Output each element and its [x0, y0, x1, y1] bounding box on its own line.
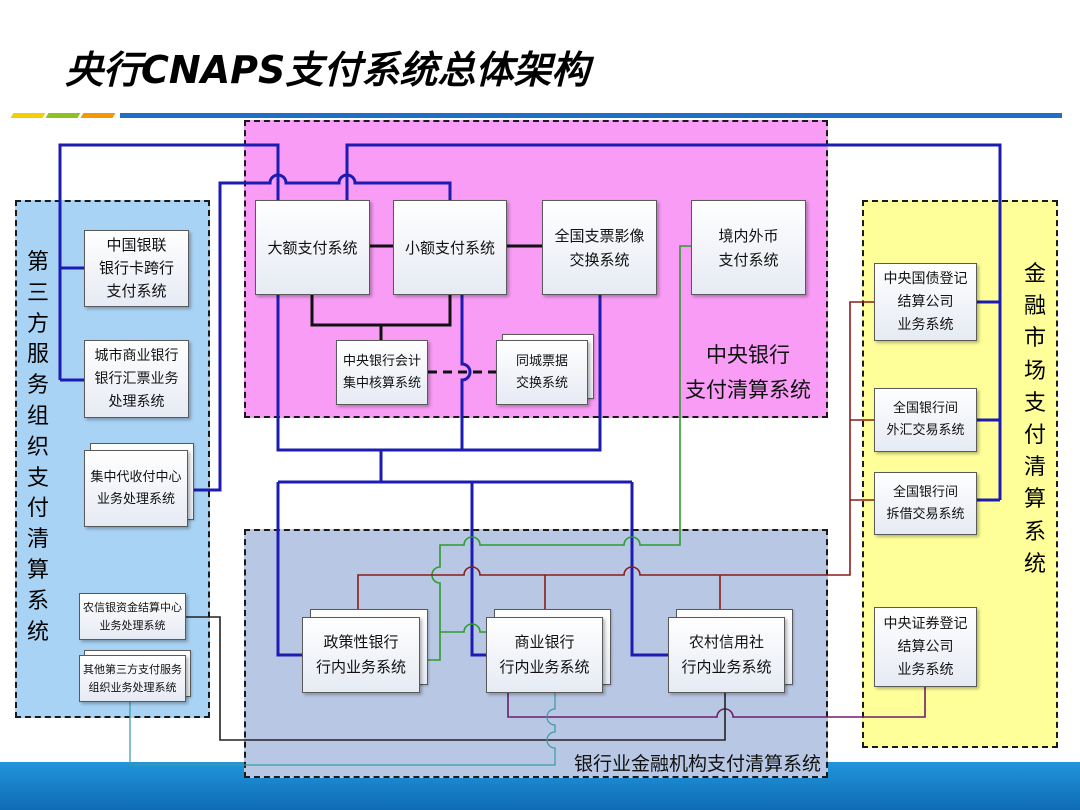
- hvps-large-value-payment-box: 大额支付系统: [255, 200, 370, 295]
- system-label-line: 集中核算系统: [342, 375, 421, 391]
- connector-line: [420, 245, 691, 661]
- centralized-collection-payment-system-box: 集中代收付中心 业务处理系统: [84, 450, 188, 527]
- connector-line: [460, 295, 472, 450]
- interbank-lending-trading-box: 全国银行间 拆借交易系统: [874, 472, 977, 535]
- central-bank-label-line: 中央银行: [706, 343, 790, 367]
- central-bank-accounting-system-box: 中央银行会计 集中核算系统: [336, 340, 428, 405]
- system-label-line: 农村信用社: [688, 633, 764, 651]
- financial-market-region-label: 金融市场支付清算系统: [1023, 262, 1046, 577]
- beps-small-value-payment-box: 小额支付系统: [393, 200, 507, 295]
- commercial-bank-system-box: 商业银行 行内业务系统: [486, 617, 603, 693]
- page-title: 央行CNAPS支付系统总体架构: [65, 48, 590, 92]
- system-label-line: 银行汇票业务: [94, 370, 179, 387]
- system-label-line: 业务处理系统: [99, 618, 166, 632]
- rural-credit-coop-system-box: 农村信用社 行内业务系统: [668, 617, 785, 693]
- interbank-fx-trading-box: 全国银行间 外汇交易系统: [874, 388, 977, 452]
- connector-line: [310, 295, 452, 340]
- system-label-line: 处理系统: [108, 393, 165, 410]
- system-label-line: 农信银资金结算中心: [83, 600, 182, 614]
- title-underline-blue: [120, 113, 1062, 118]
- connector-line: [129, 693, 556, 766]
- system-label-line: 交换系统: [569, 250, 630, 269]
- ccdc-bond-settlement-box: 中央国债登记 结算公司 业务系统: [874, 263, 977, 341]
- system-label-line: 行内业务系统: [315, 658, 406, 676]
- system-label-line: 交换系统: [515, 375, 568, 391]
- system-label-line: 拆借交易系统: [886, 506, 965, 522]
- city-commercial-bank-draft-system-box: 城市商业银行 银行汇票业务 处理系统: [84, 340, 189, 418]
- connector-line: [544, 419, 874, 617]
- system-label-line: 中央证券登记: [883, 615, 968, 632]
- connector-line: [58, 143, 280, 380]
- system-label-line: 行内业务系统: [681, 658, 772, 676]
- system-label-line: 中央国债登记: [883, 270, 968, 287]
- system-label-line: 中国银联: [106, 236, 167, 254]
- system-label-line: 小额支付系统: [404, 238, 495, 257]
- system-label-line: 集中代收付中心: [90, 469, 182, 485]
- system-label-line: 行内业务系统: [499, 658, 590, 676]
- connector-line: [186, 616, 726, 741]
- system-label-line: 全国支票影像: [554, 226, 645, 245]
- system-label-line: 业务系统: [897, 661, 954, 678]
- system-label-line: 业务系统: [897, 316, 954, 333]
- other-third-party-payment-system-box: 其他第三方支付服务 组织业务处理系统: [79, 655, 186, 702]
- system-label-line: 外汇交易系统: [886, 423, 965, 438]
- connector-line: [357, 301, 874, 617]
- system-label-line: 全国银行间: [892, 484, 958, 500]
- system-label-line: 大额支付系统: [267, 238, 358, 257]
- system-label-line: 组织业务处理系统: [88, 680, 177, 694]
- system-label-line: 政策性银行: [323, 633, 399, 651]
- connector-line: [278, 450, 632, 484]
- connector-line: [440, 623, 486, 633]
- domestic-foreign-currency-payment-box: 境内外币 支付系统: [691, 200, 806, 295]
- banking-region-label: 银行业金融机构支付清算系统: [574, 753, 822, 775]
- system-label-line: 全国银行间: [892, 401, 958, 416]
- rural-credit-fund-settlement-system-box: 农信银资金结算中心 业务处理系统: [79, 593, 186, 640]
- system-label-line: 城市商业银行: [94, 347, 179, 364]
- connector-line: [60, 266, 84, 382]
- system-label-line: 商业银行: [514, 633, 575, 651]
- system-label-line: 结算公司: [897, 293, 954, 310]
- policy-bank-system-box: 政策性银行 行内业务系统: [302, 617, 420, 693]
- system-label-line: 同城票据: [515, 353, 568, 369]
- system-label-line: 业务处理系统: [96, 491, 175, 507]
- china-unionpay-system-box: 中国银联 银行卡跨行 支付系统: [84, 230, 189, 307]
- national-check-image-exchange-box: 全国支票影像 交换系统: [542, 200, 657, 295]
- system-label-line: 其他第三方支付服务: [83, 662, 182, 676]
- central-bank-label-line: 支付清算系统: [685, 378, 811, 402]
- system-label-line: 境内外币: [718, 226, 779, 245]
- connector-line: [276, 482, 668, 657]
- local-clearing-house-box: 同城票据 交换系统: [496, 340, 588, 405]
- csdc-securities-settlement-box: 中央证券登记 结算公司 业务系统: [874, 607, 977, 687]
- system-label-line: 结算公司: [897, 638, 954, 655]
- central-bank-region-label: 中央银行 支付清算系统: [680, 338, 816, 408]
- system-label-line: 中央银行会计: [342, 353, 421, 369]
- system-label-line: 银行卡跨行: [98, 259, 174, 277]
- connector-line: [188, 173, 452, 492]
- system-label-line: 支付系统: [718, 250, 779, 269]
- connector-line: [345, 143, 1002, 502]
- connector-line: [276, 295, 602, 452]
- system-label-line: 支付系统: [106, 282, 167, 300]
- third-party-region-label: 第三方服务组织支付清算系统: [26, 250, 49, 645]
